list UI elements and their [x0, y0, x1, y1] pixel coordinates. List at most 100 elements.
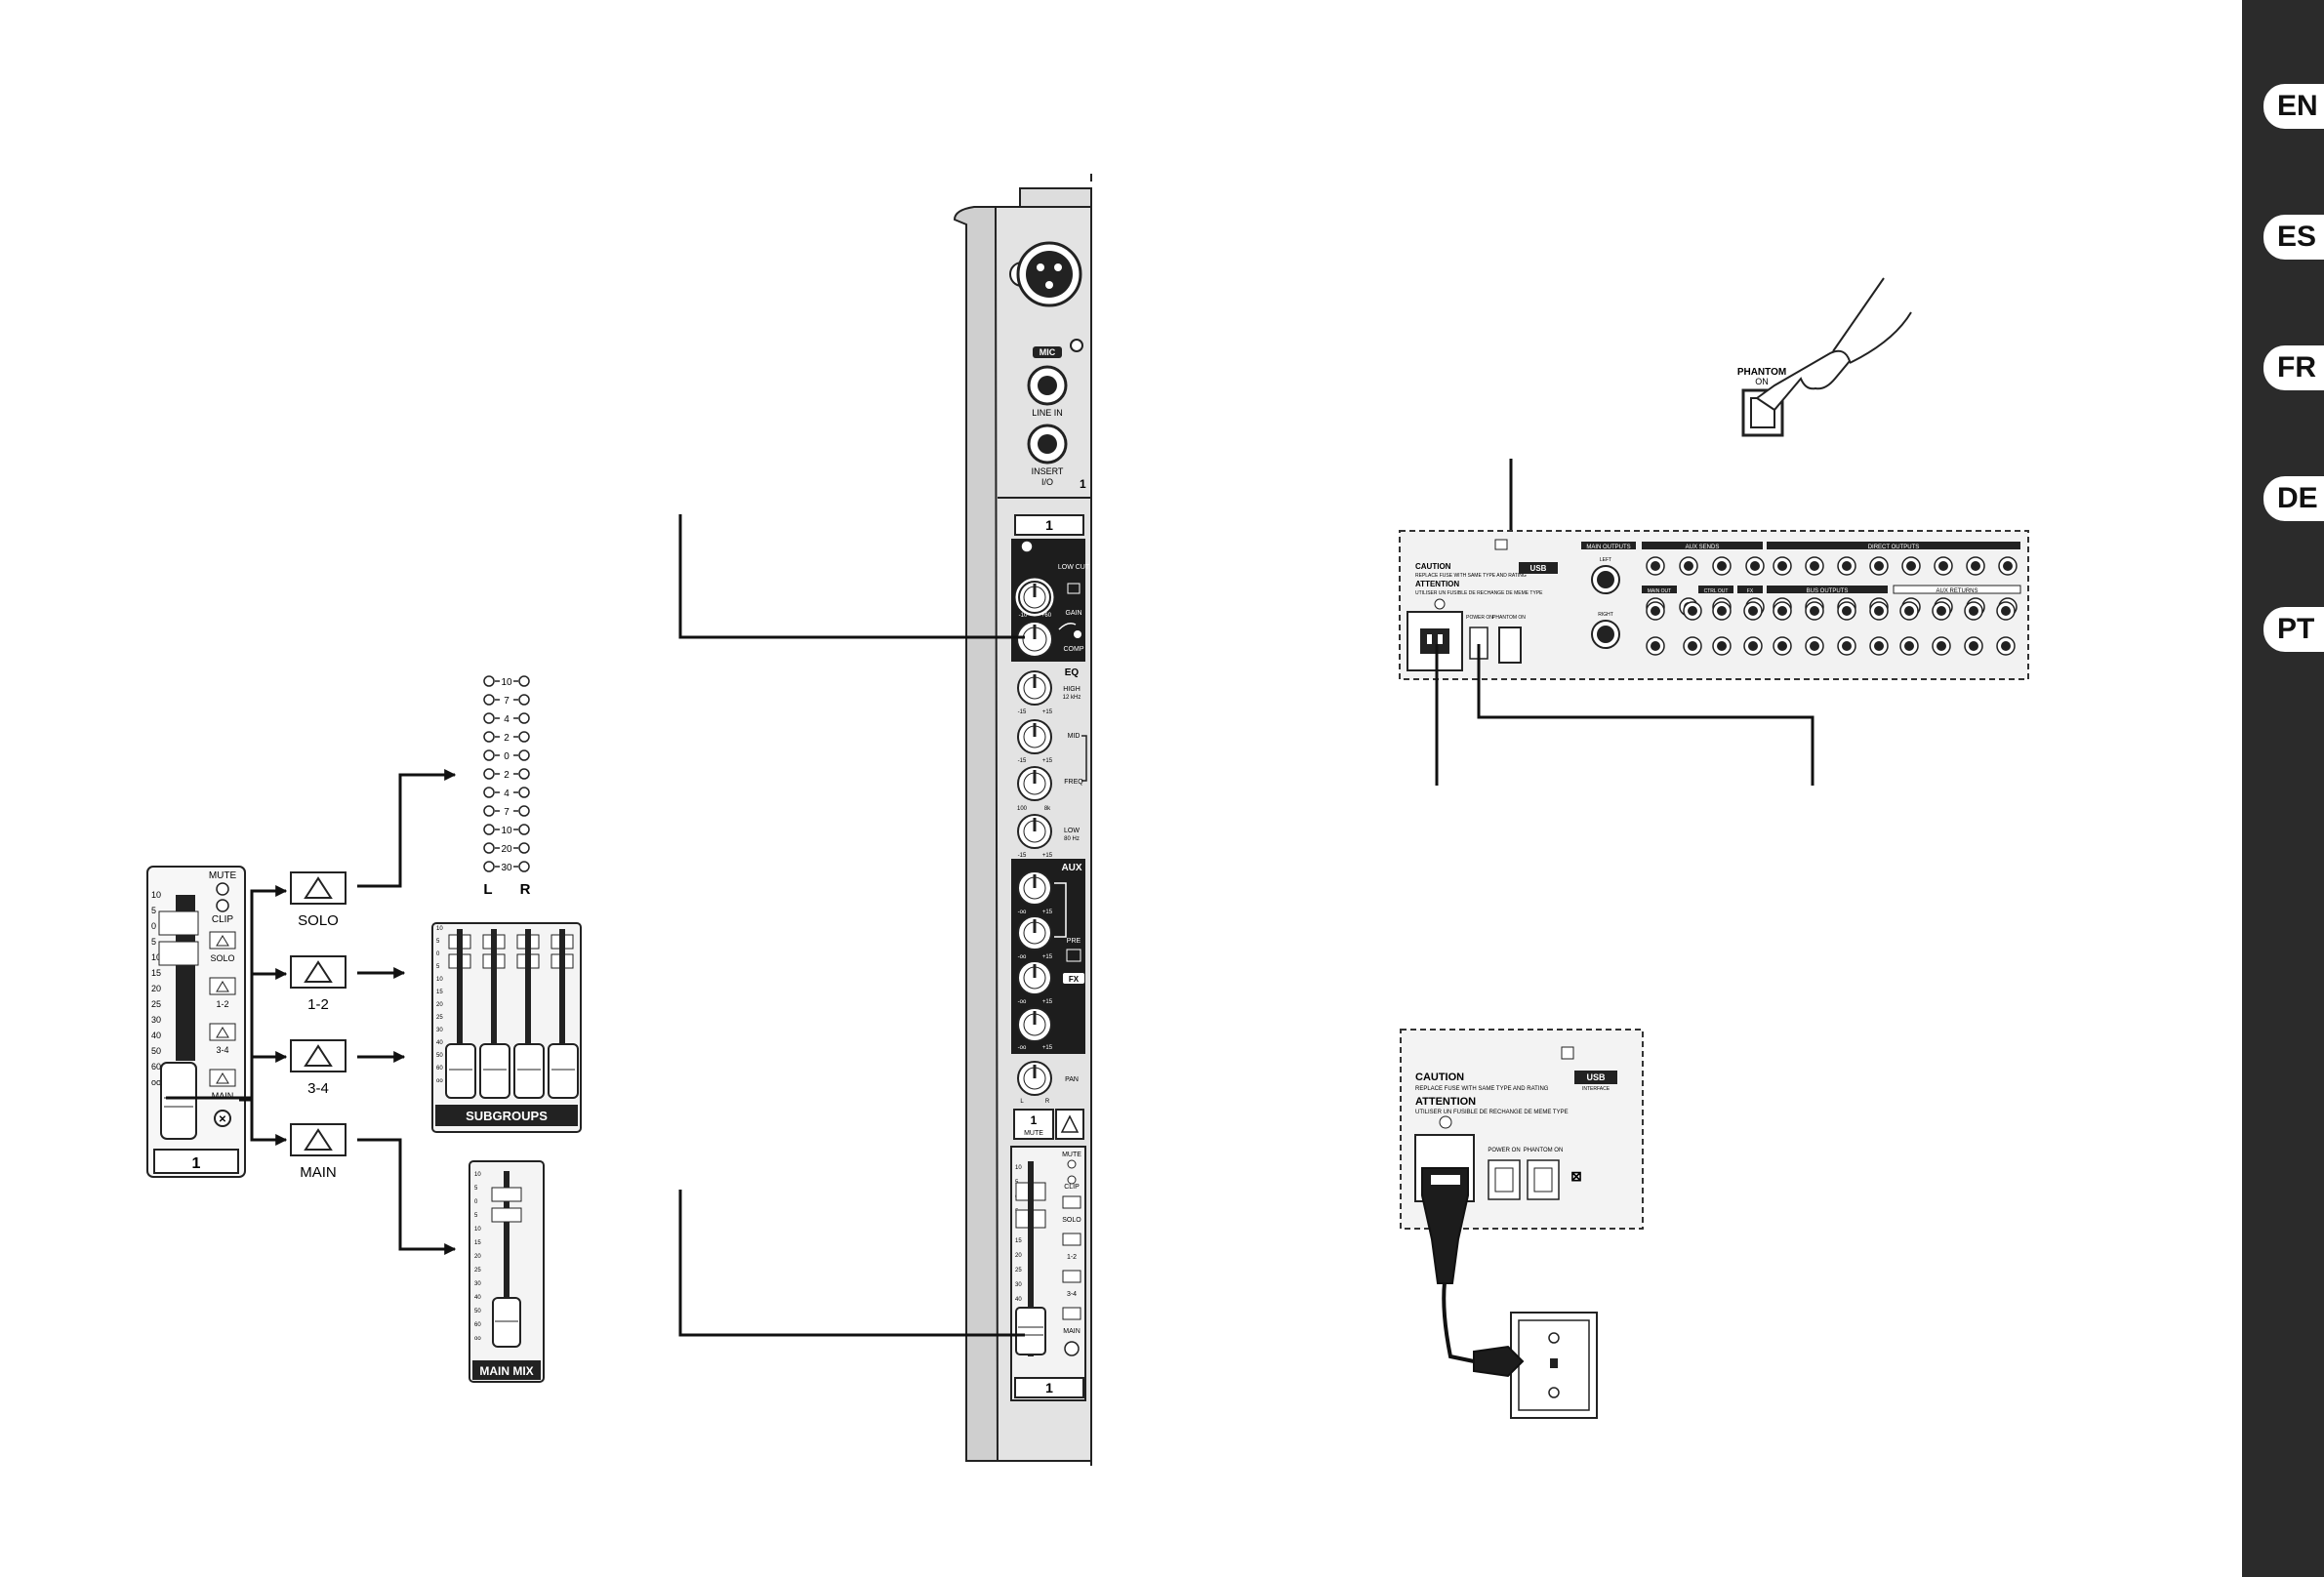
eq-high-knob[interactable]	[1017, 670, 1052, 706]
svg-text:AUX RETURNS: AUX RETURNS	[1936, 588, 1977, 594]
svg-text:SOLO: SOLO	[1062, 1217, 1081, 1224]
svg-text:FX: FX	[1069, 975, 1080, 984]
meter-scale-label: 10	[501, 677, 512, 688]
rear-phantom-switch[interactable]	[1498, 627, 1522, 664]
meter-scale-label: 0	[504, 751, 510, 762]
subgroup-scale-label: 30	[436, 1028, 443, 1033]
meter-led-left	[483, 805, 495, 817]
eq-freq-knob[interactable]	[1017, 766, 1052, 801]
subgroup-scale-label: 60	[436, 1066, 443, 1072]
svg-text:PAN: PAN	[1065, 1076, 1079, 1083]
fader-scale-label: 40	[1015, 1297, 1022, 1303]
svg-text:POWER ON: POWER ON	[1466, 615, 1493, 621]
svg-text:HIGH: HIGH	[1063, 686, 1080, 693]
iec-power-plug	[1421, 1167, 1469, 1284]
meter-led-left	[483, 861, 495, 872]
main-mix-scale-label: oo	[474, 1336, 481, 1342]
subgroup-scale-label: 20	[436, 1002, 443, 1008]
svg-text:CTRL OUT: CTRL OUT	[1704, 588, 1729, 594]
main-mix-scale-label: 5	[474, 1213, 478, 1219]
channel-strip: MIC LINE IN INSERT I/O 1 1 LOW CUT GAIN …	[678, 174, 1092, 1469]
svg-text:BUS OUTPUTS: BUS OUTPUTS	[1807, 588, 1849, 594]
bus12-button-small[interactable]	[1062, 1233, 1081, 1246]
svg-text:DIRECT OUTPUTS: DIRECT OUTPUTS	[1868, 545, 1920, 550]
subgroup-fader-knob[interactable]	[445, 1043, 476, 1099]
meter-led-right	[518, 749, 530, 761]
callout-line-power-switch	[1477, 644, 1814, 786]
pointing-hand-icon	[1755, 349, 1852, 412]
pan-knob[interactable]	[1017, 1061, 1052, 1096]
svg-text:REPLACE FUSE WITH SAME TYPE AN: REPLACE FUSE WITH SAME TYPE AND RATING	[1415, 1086, 1549, 1092]
mute-button[interactable]	[1013, 1109, 1054, 1140]
routing-scale-label: 30	[151, 1015, 161, 1025]
svg-text:+15: +15	[1042, 1045, 1053, 1051]
meter-left-label: L	[483, 881, 492, 898]
routing-bus12-small[interactable]	[209, 977, 236, 995]
svg-text:MAIN: MAIN	[212, 1091, 234, 1101]
lang-tab-es[interactable]: ES	[2263, 215, 2324, 260]
svg-text:POWER ON: POWER ON	[1488, 1148, 1520, 1153]
routing-fader-knob[interactable]	[160, 1062, 197, 1140]
low-cut-button[interactable]	[1067, 583, 1080, 594]
lang-tab-pt[interactable]: PT	[2263, 607, 2324, 652]
power-switch-detail[interactable]	[1488, 1159, 1521, 1200]
meter-scale-label: 2	[504, 770, 510, 781]
aux-knob-1[interactable]	[1017, 870, 1052, 906]
routing-solo-small[interactable]	[209, 931, 236, 950]
svg-text:L: L	[1020, 1099, 1024, 1105]
main-button-small[interactable]	[1062, 1307, 1081, 1320]
meter-scale-label: 30	[501, 863, 512, 873]
svg-text:EQ: EQ	[1065, 667, 1080, 678]
aux-knob-2[interactable]	[1017, 915, 1052, 950]
lang-tab-de[interactable]: DE	[2263, 476, 2324, 521]
routing-scale-label: 50	[151, 1046, 161, 1056]
solo-button[interactable]	[290, 871, 347, 905]
svg-text:LOW: LOW	[1064, 828, 1080, 834]
subgroup-fader-knob[interactable]	[513, 1043, 545, 1099]
mute-indicator-button[interactable]	[1055, 1109, 1084, 1140]
rear-panel: CAUTION REPLACE FUSE WITH SAME TYPE AND …	[1399, 530, 2029, 786]
meter-led-right	[518, 824, 530, 835]
svg-text:-oo: -oo	[1018, 999, 1027, 1005]
aux-knob-4[interactable]	[1017, 1007, 1052, 1042]
bus12-button-label: 1-2	[307, 996, 329, 1013]
bus12-button[interactable]	[290, 955, 347, 989]
line-in-label: LINE IN	[1032, 408, 1063, 418]
routing-bus34-small[interactable]	[209, 1023, 236, 1041]
main-button[interactable]	[290, 1123, 347, 1156]
channel-badge-bottom	[1014, 1377, 1084, 1398]
pre-button[interactable]	[1066, 949, 1081, 962]
svg-text:1: 1	[1031, 1113, 1038, 1127]
channel-fader-knob[interactable]	[1015, 1307, 1046, 1355]
subgroup-scale-label: 50	[436, 1053, 443, 1059]
lang-tab-fr[interactable]: FR	[2263, 345, 2324, 390]
svg-text:RIGHT: RIGHT	[1598, 612, 1613, 618]
routing-scale-label: 25	[151, 999, 161, 1009]
close-icon	[1020, 540, 1034, 553]
subgroup-fader-knob[interactable]	[479, 1043, 510, 1099]
lang-tab-en[interactable]: EN	[2263, 84, 2324, 129]
route-line-to-meter	[357, 769, 457, 888]
aux-knob-3[interactable]	[1017, 960, 1052, 995]
main-mix-fader-knob[interactable]	[492, 1297, 521, 1348]
bus34-button-small[interactable]	[1062, 1270, 1081, 1283]
fader-scale-label: 10	[1015, 1165, 1022, 1171]
subgroup-fader-knob[interactable]	[548, 1043, 579, 1099]
mic-label: MIC	[1040, 347, 1056, 357]
svg-text:-15: -15	[1018, 758, 1027, 764]
rear-power-socket[interactable]	[1407, 611, 1463, 671]
eq-low-knob[interactable]	[1017, 814, 1052, 849]
solo-button-small[interactable]	[1062, 1195, 1081, 1209]
meter-led-right	[518, 805, 530, 817]
eq-mid-knob[interactable]	[1017, 719, 1052, 754]
meter-led-left	[483, 675, 495, 687]
meter-led-left	[483, 842, 495, 854]
meter-scale-label: 10	[501, 826, 512, 836]
fader-scale-label: 30	[1015, 1282, 1022, 1288]
svg-text:MAIN: MAIN	[1063, 1328, 1080, 1335]
routing-scale-label: 10	[151, 952, 161, 962]
svg-text:MUTE: MUTE	[1024, 1130, 1043, 1137]
bus34-button[interactable]	[290, 1039, 347, 1072]
routing-main-small[interactable]	[209, 1069, 236, 1087]
